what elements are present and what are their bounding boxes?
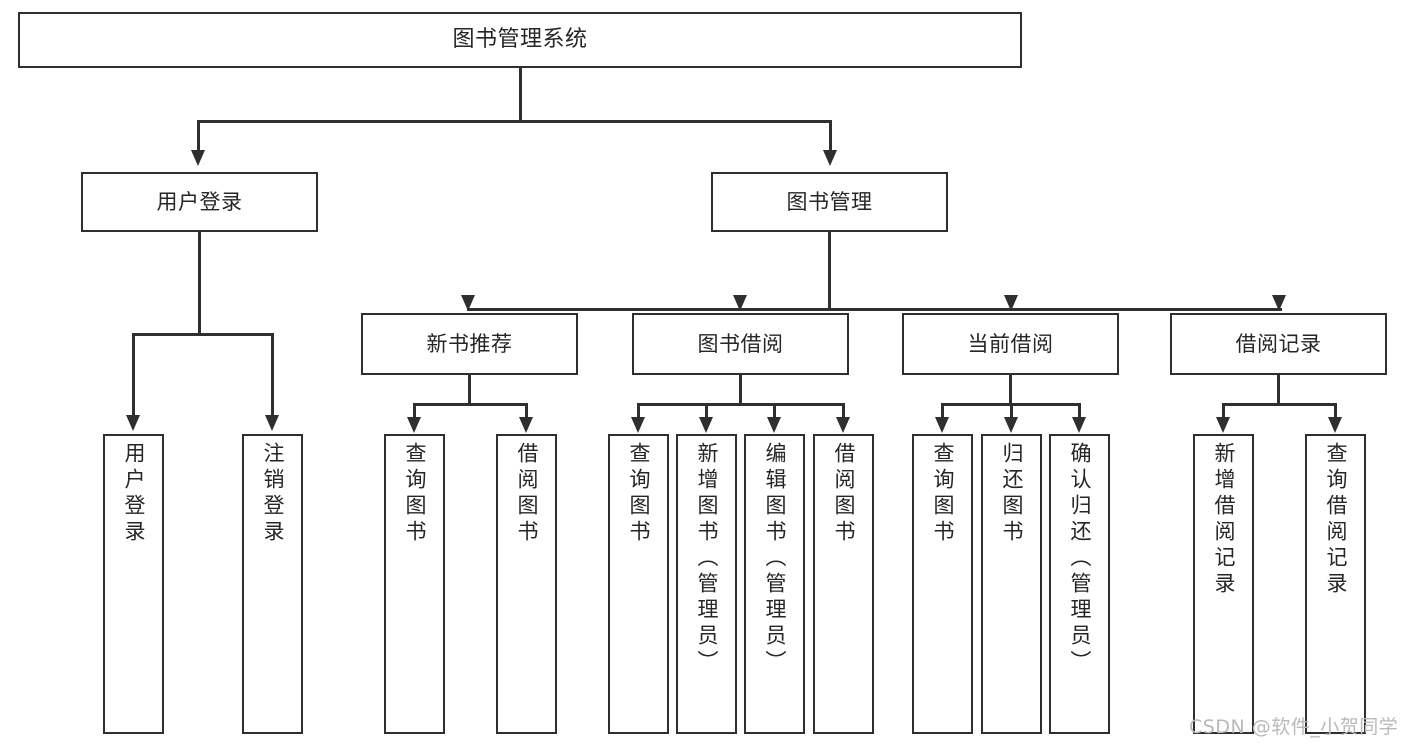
connector-borrow-record-stem bbox=[1277, 375, 1280, 405]
node-label: 新增图书（管理员） bbox=[695, 442, 719, 676]
node-label: 借阅图书 bbox=[832, 442, 856, 546]
connector-new-book-drop-1 bbox=[413, 403, 416, 419]
arrowhead-leaf-return-book bbox=[1004, 417, 1018, 433]
node-label: 图书管理系统 bbox=[452, 27, 588, 53]
connector-book-management-stem bbox=[828, 232, 831, 310]
connector-root-bus bbox=[197, 120, 832, 123]
node-label: 确认归还（管理员） bbox=[1068, 442, 1092, 676]
node-user-login[interactable]: 用户登录 bbox=[81, 172, 318, 232]
leaf-add-borrow-record[interactable]: 新增借阅记录 bbox=[1193, 434, 1254, 734]
connector-user-login-bus bbox=[132, 333, 274, 336]
arrowhead-book-borrow bbox=[733, 295, 747, 311]
arrowhead-leaf-query-book-3 bbox=[935, 417, 949, 433]
node-label: 查询图书 bbox=[931, 442, 955, 546]
leaf-add-book-admin[interactable]: 新增图书（管理员） bbox=[676, 434, 737, 734]
node-label: 归还图书 bbox=[1000, 442, 1024, 546]
node-label: 查询图书 bbox=[403, 442, 427, 546]
connector-new-book-drop-2 bbox=[525, 403, 528, 419]
arrowhead-user-login bbox=[191, 150, 205, 166]
connector-book-borrow-bus bbox=[637, 403, 845, 406]
leaf-return-book[interactable]: 归还图书 bbox=[981, 434, 1042, 734]
leaf-logout[interactable]: 注销登录 bbox=[242, 434, 303, 734]
node-root-system[interactable]: 图书管理系统 bbox=[18, 12, 1022, 68]
arrowhead-book-manage bbox=[823, 150, 837, 166]
arrowhead-leaf-borrow-book-1 bbox=[519, 417, 533, 433]
node-label: 图书管理 bbox=[786, 189, 873, 214]
leaf-borrow-book-borrow[interactable]: 借阅图书 bbox=[813, 434, 874, 734]
leaf-user-login[interactable]: 用户登录 bbox=[103, 434, 164, 734]
connector-root-stem bbox=[519, 68, 522, 122]
connector-bb-drop-2 bbox=[705, 403, 708, 419]
node-label: 新书推荐 bbox=[426, 331, 513, 356]
node-label: 新增借阅记录 bbox=[1212, 442, 1236, 598]
node-new-book-recommend[interactable]: 新书推荐 bbox=[361, 313, 578, 375]
connector-root-drop-right bbox=[829, 120, 832, 152]
connector-bb-drop-3 bbox=[773, 403, 776, 419]
leaf-confirm-return-admin[interactable]: 确认归还（管理员） bbox=[1049, 434, 1110, 734]
node-label: 查询图书 bbox=[627, 442, 651, 546]
leaf-query-book-current[interactable]: 查询图书 bbox=[912, 434, 973, 734]
connector-new-book-bus bbox=[413, 403, 528, 406]
leaf-query-borrow-record[interactable]: 查询借阅记录 bbox=[1305, 434, 1366, 734]
connector-bb-drop-4 bbox=[842, 403, 845, 419]
connector-user-login-stem bbox=[198, 232, 201, 335]
node-book-management[interactable]: 图书管理 bbox=[711, 172, 948, 232]
arrowhead-current-borrow bbox=[1004, 295, 1018, 311]
connector-user-login-drop-2 bbox=[271, 333, 274, 417]
arrowhead-new-book bbox=[461, 295, 475, 311]
arrowhead-leaf-confirm-return bbox=[1072, 417, 1086, 433]
leaf-borrow-book-newbook[interactable]: 借阅图书 bbox=[496, 434, 557, 734]
connector-cb-drop-3 bbox=[1078, 403, 1081, 419]
arrowhead-leaf-add-book bbox=[699, 417, 713, 433]
connector-cb-drop-2 bbox=[1010, 403, 1013, 419]
node-current-borrow[interactable]: 当前借阅 bbox=[902, 313, 1119, 375]
connector-new-book-stem bbox=[468, 375, 471, 405]
node-label: 查询借阅记录 bbox=[1324, 442, 1348, 598]
leaf-query-book-borrow[interactable]: 查询图书 bbox=[608, 434, 669, 734]
watermark-text: CSDN @软件_小贺同学 bbox=[1189, 716, 1399, 738]
connector-borrow-record-bus bbox=[1222, 403, 1337, 406]
connector-cb-drop-1 bbox=[941, 403, 944, 419]
arrowhead-leaf-query-book-1 bbox=[407, 417, 421, 433]
node-label: 用户登录 bbox=[156, 189, 243, 214]
node-label: 借阅图书 bbox=[515, 442, 539, 546]
arrowhead-leaf-logout bbox=[265, 415, 279, 431]
connector-bb-drop-1 bbox=[637, 403, 640, 419]
connector-root-drop-left bbox=[197, 120, 200, 152]
node-label: 当前借阅 bbox=[967, 331, 1054, 356]
arrowhead-leaf-user-login bbox=[126, 415, 140, 431]
connector-book-management-bus bbox=[467, 308, 1282, 311]
node-book-borrow[interactable]: 图书借阅 bbox=[632, 313, 849, 375]
leaf-edit-book-admin[interactable]: 编辑图书（管理员） bbox=[744, 434, 805, 734]
node-label: 借阅记录 bbox=[1235, 331, 1322, 356]
arrowhead-leaf-borrow-book-2 bbox=[836, 417, 850, 433]
arrowhead-leaf-edit-book bbox=[767, 417, 781, 433]
connector-br-drop-1 bbox=[1222, 403, 1225, 419]
node-borrow-record[interactable]: 借阅记录 bbox=[1170, 313, 1387, 375]
arrowhead-leaf-query-book-2 bbox=[631, 417, 645, 433]
connector-current-borrow-stem bbox=[1009, 375, 1012, 405]
arrowhead-leaf-add-record bbox=[1216, 417, 1230, 433]
connector-user-login-drop-1 bbox=[132, 333, 135, 417]
connector-book-borrow-stem bbox=[739, 375, 742, 405]
arrowhead-leaf-query-record bbox=[1328, 417, 1342, 433]
node-label: 注销登录 bbox=[261, 442, 285, 546]
node-label: 编辑图书（管理员） bbox=[763, 442, 787, 676]
arrowhead-borrow-record bbox=[1272, 295, 1286, 311]
node-label: 用户登录 bbox=[122, 442, 146, 546]
node-label: 图书借阅 bbox=[697, 331, 784, 356]
connector-br-drop-2 bbox=[1334, 403, 1337, 419]
leaf-query-book-newbook[interactable]: 查询图书 bbox=[384, 434, 445, 734]
